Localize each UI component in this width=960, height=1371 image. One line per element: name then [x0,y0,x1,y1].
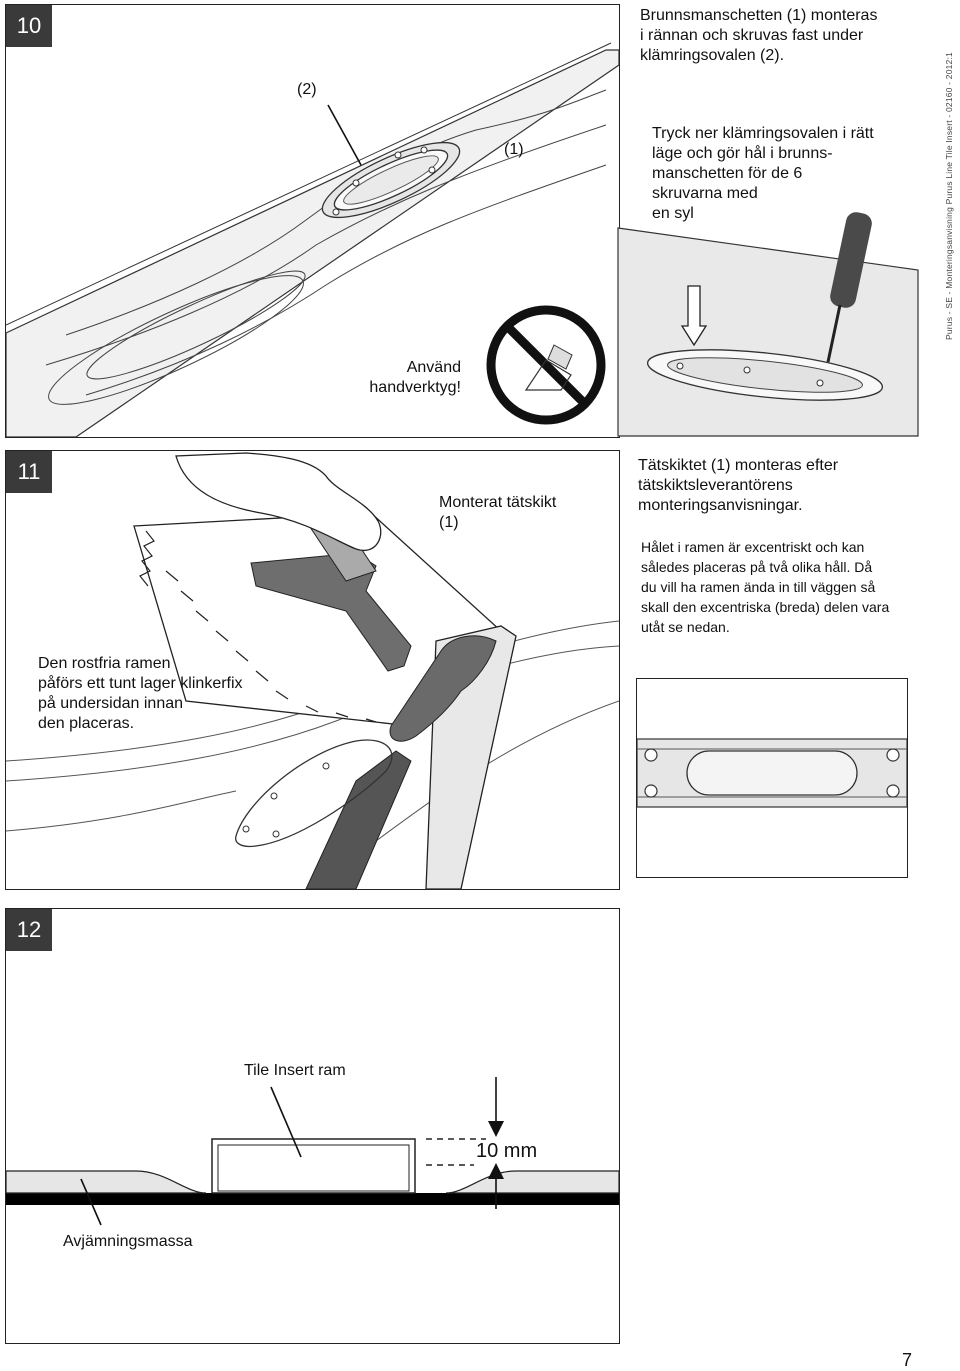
step-10-text-a: Brunnsmanschetten (1) monteras i rännan … [640,7,878,64]
label-1: (1) [504,141,524,158]
step-number: 12 [6,909,52,951]
drain-channel-illustration [6,42,619,437]
step-11-text-a: Tätskiktet (1) monteras efter tätskiktsl… [638,457,839,514]
cross-section-illustration [6,1077,619,1226]
step-11-panel: 11 Monterat tätskikt (1) Den rostfria ra… [5,450,620,890]
label-leveling-compound: Avjämningsmassa [63,1233,193,1250]
trowel-frame-illustration [6,452,619,889]
step-11-text-left: Den rostfria ramen påförs ett tunt lager… [38,655,243,732]
frame-orientation-inset [636,678,908,878]
step-12-panel: 12 Tile Insert ram 10 mm Avjämningsmassa [5,908,620,1344]
step-number: 11 [6,451,52,493]
page-number: 7 [902,1350,913,1370]
warning-hand-tools: Använd handverktyg! [369,359,461,396]
label-2: (2) [297,81,317,98]
label-tile-insert-frame: Tile Insert ram [244,1062,346,1079]
step-11-text-b: Hålet i ramen är excentriskt och kan sål… [641,539,890,635]
frame-top-view [637,738,907,808]
awl-inset-illustration [617,212,919,437]
step-10-panel: 10 (2) (1) Använd handverktyg! [5,4,620,438]
step-number: 10 [6,5,52,47]
label-mounted-membrane: Monterat tätskikt (1) [439,494,557,531]
step-10-text-b: Tryck ner klämringsovalen i rätt läge oc… [652,125,874,222]
label-10-mm: 10 mm [476,1140,538,1162]
